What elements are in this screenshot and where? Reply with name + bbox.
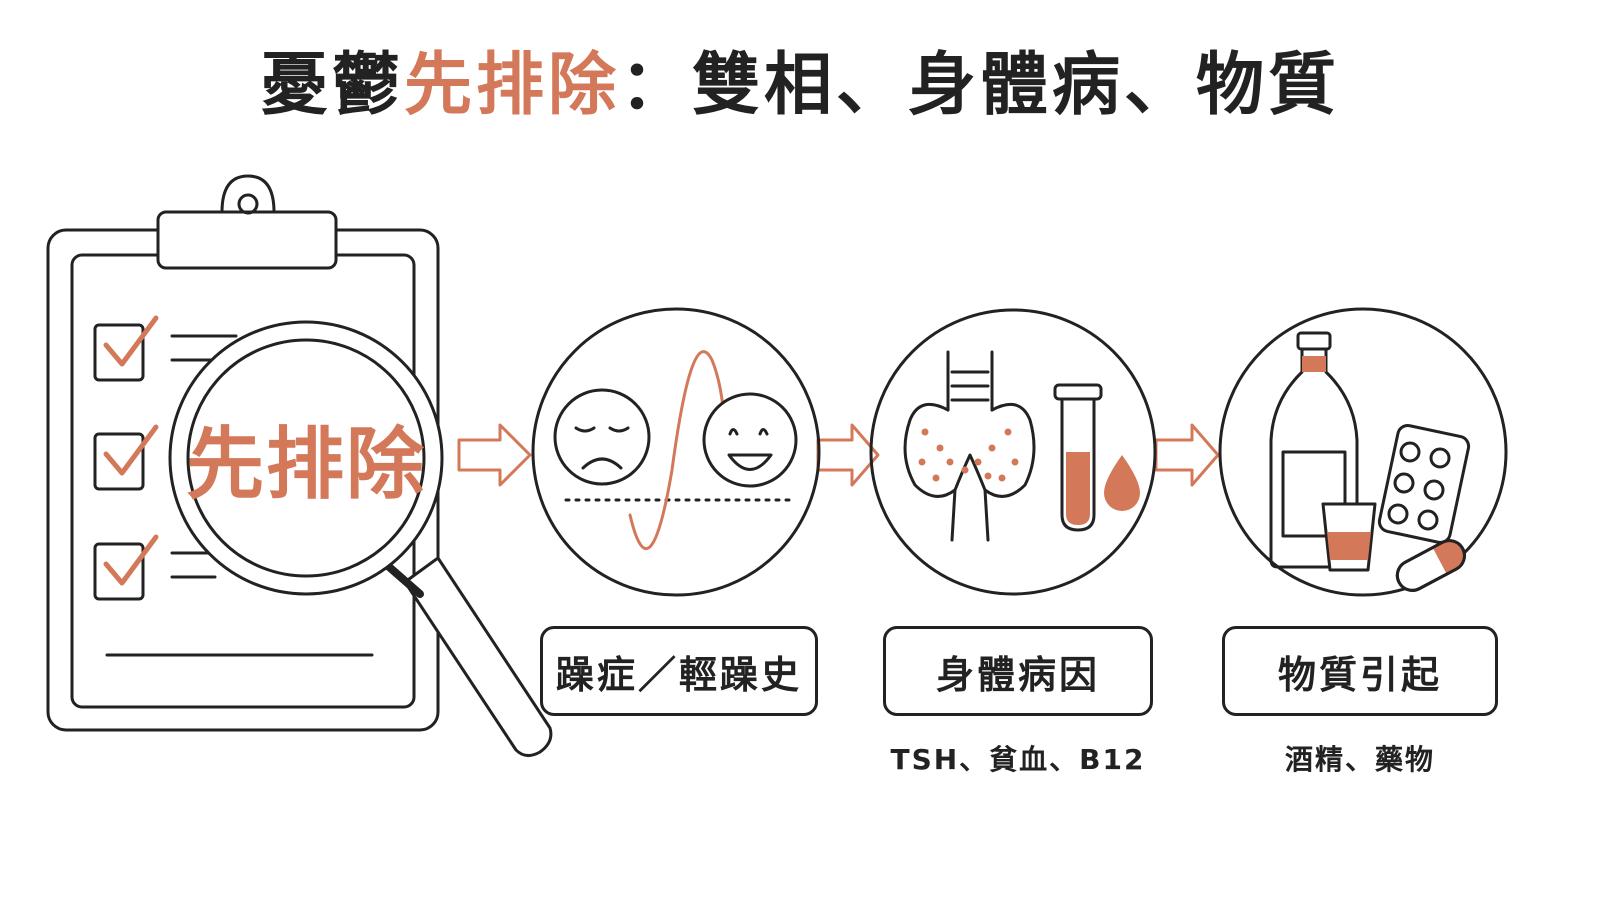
arrow-1-icon — [457, 423, 532, 487]
step-2-label: 身體病因 — [883, 626, 1153, 716]
step-1-label: 躁症／輕躁史 — [540, 626, 818, 716]
step-3-sub: 酒精、藥物 — [1284, 743, 1435, 776]
checkbox-2-icon — [93, 424, 159, 491]
arrow-2-icon — [816, 423, 880, 487]
title-highlight: 先排除 — [403, 46, 620, 125]
test-tube-icon — [1053, 383, 1103, 532]
checkbox-3-icon — [93, 534, 159, 601]
mood-swing-circle — [531, 307, 821, 597]
mood-wave-icon — [628, 350, 726, 551]
glass-icon — [1321, 502, 1377, 572]
checkbox-1-icon — [93, 315, 159, 382]
blood-drop-icon — [1104, 455, 1140, 511]
lens-text: 先排除 — [186, 420, 426, 510]
clipboard-icon — [46, 174, 440, 732]
title-suffix: ：雙相、身體病、物質 — [620, 46, 1341, 125]
thyroid-icon — [903, 350, 1036, 542]
magnifier-icon — [168, 320, 553, 757]
substance-circle — [1218, 307, 1508, 597]
capsule-icon — [1395, 539, 1466, 592]
happy-face-icon — [702, 392, 798, 488]
title-prefix: 憂鬱 — [259, 46, 404, 125]
pill-blister-icon — [1377, 424, 1471, 544]
step-2-sub: TSH、貧血、B12 — [890, 743, 1146, 776]
sad-face-icon — [553, 388, 651, 486]
arrow-3-icon — [1154, 423, 1220, 487]
bottle-icon — [1269, 331, 1359, 569]
page-title: 憂鬱先排除：雙相、身體病、物質 — [0, 52, 1600, 120]
step-3-label: 物質引起 — [1222, 626, 1498, 716]
medical-circle — [869, 308, 1157, 596]
